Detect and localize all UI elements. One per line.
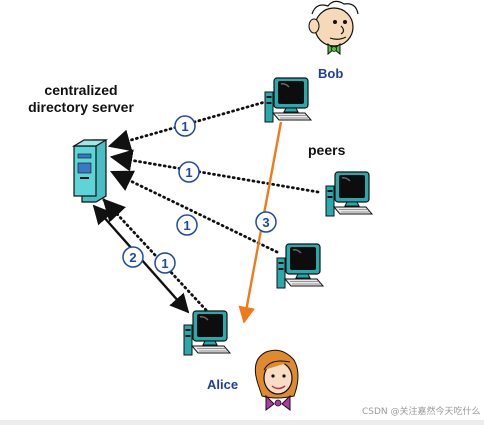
step-badge: 3: [255, 211, 277, 233]
watermark: CSDN @关注嘉然今天吃什么: [362, 407, 481, 417]
alice-face-icon: [254, 349, 299, 411]
svg-text:1: 1: [181, 119, 188, 134]
alice-label: Alice: [207, 377, 239, 392]
step-badge: 1: [176, 214, 198, 236]
bob-label: Bob: [318, 66, 344, 81]
bottom-bar: [0, 420, 484, 425]
computer-icon-peer-mid: [276, 243, 324, 289]
step-badge: 2: [122, 246, 144, 268]
svg-text:3: 3: [262, 215, 269, 230]
step-badge: 1: [154, 252, 176, 274]
arrow-peer-right-to-server: [109, 149, 320, 194]
computer-icon-alice: [183, 310, 231, 356]
svg-text:2: 2: [129, 250, 136, 265]
svg-text:1: 1: [161, 256, 168, 271]
arrow-peer-mid-to-server: [109, 170, 279, 254]
peers-label: peers: [308, 142, 346, 158]
directory-server-label: centralized directory server: [22, 82, 140, 116]
svg-text:1: 1: [185, 165, 192, 180]
directory-server-label-line2: directory server: [28, 99, 134, 115]
directory-server-icon: [71, 139, 109, 203]
step-badge: 1: [174, 115, 196, 137]
computer-icon-peer-right: [325, 171, 373, 217]
step-badge: 1: [178, 161, 200, 183]
bob-face-icon: [308, 0, 359, 56]
computer-icon-bob: [264, 77, 312, 123]
directory-server-label-line1: centralized: [44, 82, 118, 98]
svg-text:1: 1: [183, 218, 190, 233]
